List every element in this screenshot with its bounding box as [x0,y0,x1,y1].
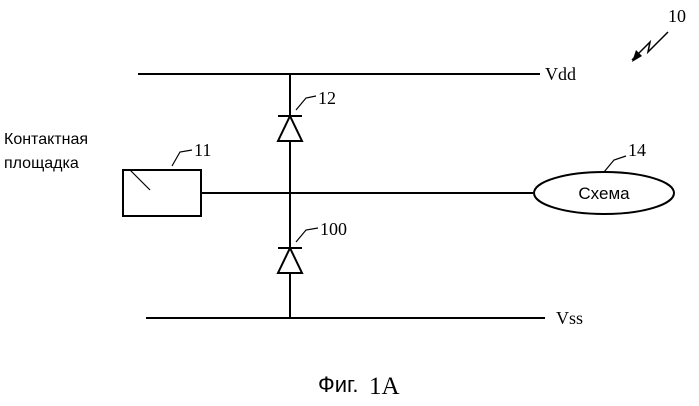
diode-12-ref: 12 [318,88,336,108]
diode-12-leader [296,96,316,110]
caption-prefix: Фиг. [318,372,358,397]
contact-pad-leader [172,150,192,166]
circuit-label: Схема [578,184,630,203]
contact-pad-ref: 11 [194,140,211,160]
diode-12 [278,116,302,141]
caption-number: 1A [369,373,400,400]
vss-label: Vss [556,308,583,328]
contact-pad-label-line1: Контактная [4,131,88,148]
diode-100-triangle [278,248,302,273]
figure-ref-number: 10 [668,6,686,26]
contact-pad-box [123,170,201,216]
circuit-ref: 14 [628,140,646,160]
diode-12-triangle [278,116,302,141]
circuit-leader [604,156,626,172]
diode-100-ref: 100 [320,219,347,239]
diode-100-leader [296,228,318,242]
diode-100 [278,248,302,273]
vdd-label: Vdd [545,64,576,84]
contact-pad-label-line2: площадка [4,155,79,172]
